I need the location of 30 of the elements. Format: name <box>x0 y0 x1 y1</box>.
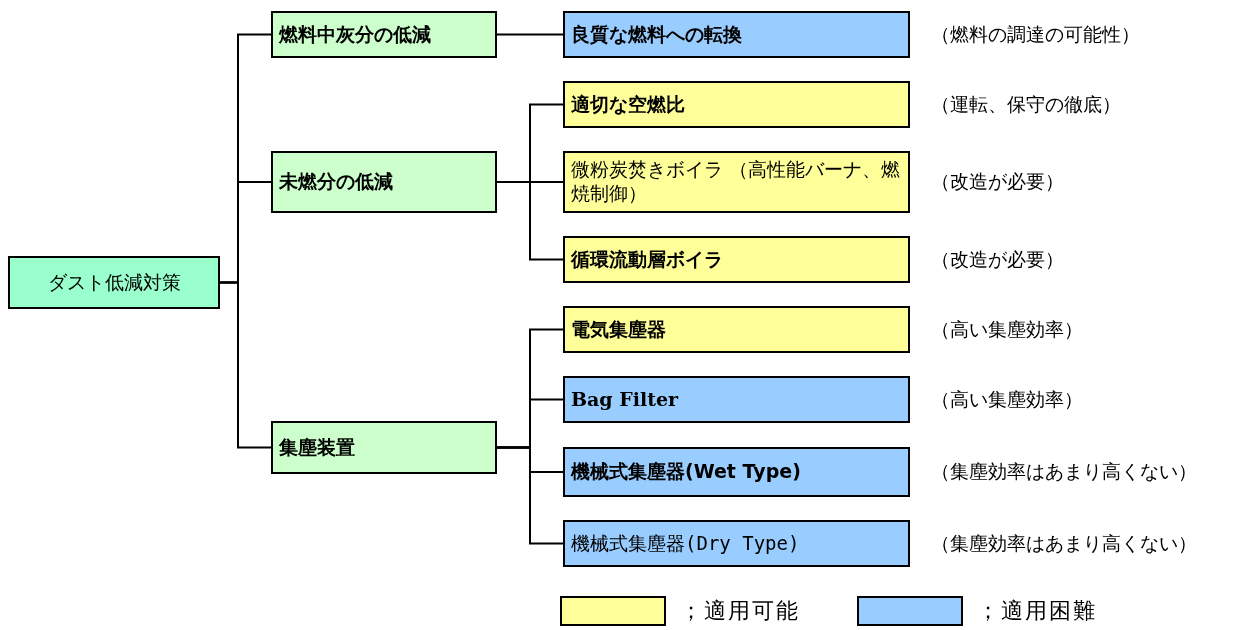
note-text: （集塵効率はあまり高くない） <box>931 531 1197 556</box>
connector-line <box>496 33 564 36</box>
legend-label: ；適用困難 <box>977 597 1097 625</box>
box-label: 機械式集塵器(Wet Type) <box>571 460 801 484</box>
connector-line <box>219 281 272 449</box>
note-text: （改造が必要） <box>931 247 1064 272</box>
box-label: ダスト低減対策 <box>47 270 181 295</box>
process-box <box>8 256 220 309</box>
note-text: （高い集塵効率） <box>931 387 1083 412</box>
note-text: （運転、保守の徹底） <box>931 92 1121 117</box>
process-box <box>271 151 497 213</box>
process-box <box>271 421 497 474</box>
box-label: 電気集塵器 <box>571 317 666 342</box>
box-label: 集塵装置 <box>279 435 355 460</box>
box-label: Bag Filter <box>571 387 679 412</box>
process-box <box>271 11 497 58</box>
note-text: （高い集塵効率） <box>931 317 1083 342</box>
box-label: 微粉炭焚きボイラ （高性能バーナ、燃焼制御） <box>571 158 902 206</box>
legend-label: ；適用可能 <box>680 597 800 625</box>
box-label: 良質な燃料への転換 <box>571 22 742 47</box>
box-label: 循環流動層ボイラ <box>571 247 723 272</box>
box-label: 燃料中灰分の低減 <box>279 22 431 47</box>
box-label: 未燃分の低減 <box>279 170 393 194</box>
connector-line <box>496 181 564 261</box>
connector-line <box>496 446 564 545</box>
note-text: （集塵効率はあまり高くない） <box>931 460 1197 484</box>
note-text: （燃料の調達の可能性） <box>931 22 1140 47</box>
box-label: 適切な空燃比 <box>571 92 685 117</box>
box-label: 機械式集塵器(Dry Type) <box>571 531 800 556</box>
note-text: （改造が必要） <box>931 170 1064 194</box>
